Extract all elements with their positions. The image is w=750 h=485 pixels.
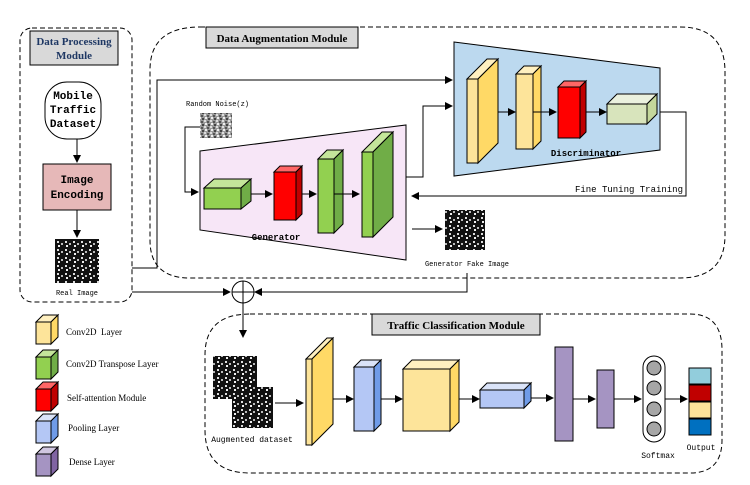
real-image-thumbnail: [55, 239, 99, 283]
output-label: Output: [687, 444, 716, 453]
augmented-dataset-label: Augmented dataset: [211, 436, 293, 445]
generator-layer-3: [316, 148, 345, 235]
legend-label-conv2d-transpose: Conv2D Transpose Layer: [66, 359, 159, 369]
arrow-fine-tuning-feedback: [411, 111, 687, 200]
dataset-line2: Traffic: [50, 105, 96, 117]
arrow-real-image-to-discriminator: [132, 76, 453, 269]
traffic-classification-module: Traffic Classification Module Augmented …: [204, 313, 723, 474]
augmentation-module-border: [149, 26, 726, 279]
data-augmentation-module: Data Augmentation Module Random Noise(z): [132, 26, 726, 279]
augmented-image-2: [232, 387, 273, 428]
output-class-3: [688, 401, 712, 419]
classification-module-title: Traffic Classification Module: [387, 320, 524, 332]
discriminator-output-layer: [605, 92, 659, 126]
discriminator-layer-2: [514, 64, 543, 151]
softmax-label: Softmax: [641, 452, 675, 461]
classifier-dense-layer-1: [554, 346, 574, 442]
legend-item-dense: Dense Layer: [34, 445, 115, 478]
generator-self-attention: [272, 164, 304, 222]
discriminator-label: Discriminator: [551, 149, 621, 159]
legend-item-conv2d-transpose: Conv2D Transpose Layer: [34, 348, 159, 381]
legend-label-conv2d: Conv2D Layer: [66, 327, 122, 337]
softmax-layer: [642, 355, 666, 443]
data-processing-module: Data Processing Module Mobile Traffic Da…: [19, 27, 133, 303]
classification-module-title-box: [371, 313, 541, 336]
discriminator-block: [453, 41, 661, 177]
generator-block: [199, 124, 407, 261]
real-image-label: Real Image: [56, 290, 98, 298]
generator-layer-1: [202, 177, 253, 211]
processing-module-border: [19, 27, 133, 303]
classification-module-border: [204, 313, 723, 474]
processing-module-title-box: [29, 30, 119, 66]
output-class-1: [688, 367, 712, 385]
mobile-traffic-dataset-node: [44, 81, 102, 140]
arrow-fake-image-to-combiner: [254, 273, 468, 296]
discriminator-self-attention: [556, 79, 588, 140]
classifier-pooling-layer-1: [352, 358, 383, 433]
processing-module-title-line1: Data Processing: [36, 36, 112, 48]
legend-item-pooling: Pooling Layer: [34, 412, 119, 445]
legend-label-pooling: Pooling Layer: [68, 423, 119, 433]
generator-layer-4: [360, 130, 395, 239]
legend: Conv2D Layer Conv2D Transpose Layer Self…: [34, 313, 159, 478]
augmentation-module-title: Data Augmentation Module: [217, 33, 348, 45]
random-noise-label: Random Noise(z): [186, 101, 249, 109]
fake-image-label: Generator Fake Image: [425, 261, 509, 269]
classifier-pooling-layer-2: [478, 381, 533, 410]
arrow-generator-to-discriminator: [406, 102, 453, 178]
arrow-noise-to-generator: [184, 126, 200, 196]
classifier-conv-layer-2: [401, 358, 461, 433]
image-encoding-node: [42, 163, 112, 211]
encoding-line1: Image: [60, 175, 93, 187]
output-class-2: [688, 384, 712, 402]
discriminator-layer-1: [465, 57, 500, 165]
augmentation-module-title-box: [205, 26, 359, 49]
dataset-line1: Mobile: [53, 91, 93, 103]
processing-module-title-line2: Module: [56, 50, 92, 62]
legend-item-self-attention: Self-attention Module: [34, 380, 146, 413]
fine-tuning-label: Fine Tuning Training: [575, 185, 683, 195]
legend-label-self-attention: Self-attention Module: [67, 393, 146, 403]
legend-item-conv2d: Conv2D Layer: [34, 313, 122, 346]
classifier-conv-layer-1: [304, 336, 335, 447]
output-classes: [688, 367, 712, 436]
combine-operator-icon: [231, 280, 255, 304]
random-noise-thumbnail: [200, 113, 232, 138]
generator-label: Generator: [252, 233, 301, 243]
dataset-line3: Dataset: [50, 119, 96, 131]
encoding-line2: Encoding: [51, 190, 104, 202]
output-class-4: [688, 418, 712, 436]
legend-label-dense: Dense Layer: [69, 457, 115, 467]
fake-image-thumbnail: [445, 210, 485, 250]
classifier-dense-layer-2: [596, 369, 615, 429]
